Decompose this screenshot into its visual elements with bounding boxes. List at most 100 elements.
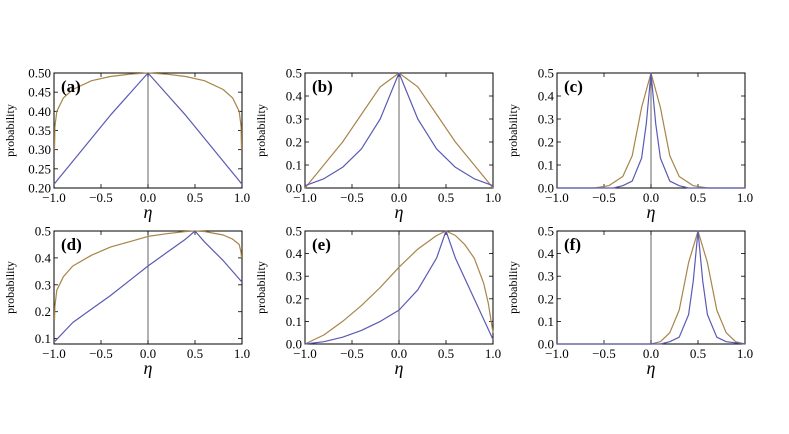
y-tick-label: 0.2 — [286, 135, 302, 150]
y-tick-label: 0.2 — [286, 291, 302, 306]
y-tick-label: 0.5 — [35, 224, 51, 239]
series-line — [304, 72, 494, 187]
y-tick-label: 0.40 — [28, 104, 51, 119]
y-tick-label: 0.35 — [28, 123, 51, 138]
y-axis-label: probability — [3, 261, 17, 314]
y-tick-label: 0.3 — [35, 277, 51, 292]
y-axis-label: probability — [254, 104, 268, 157]
x-tick-label: 1.0 — [485, 190, 501, 205]
x-axis-label: η — [647, 202, 656, 222]
x-tick-label: −0.5 — [340, 346, 364, 361]
y-axis-label: probability — [506, 261, 520, 314]
series-line — [53, 230, 243, 320]
x-tick-label: −0.5 — [340, 190, 364, 205]
x-tick-label: 0.0 — [643, 346, 659, 361]
series-line — [304, 230, 494, 345]
x-tick-label: −1.0 — [545, 346, 569, 361]
x-tick-label: 0.5 — [438, 346, 454, 361]
y-tick-label: 0.5 — [538, 66, 554, 81]
y-tick-label: 0.5 — [286, 224, 302, 239]
x-tick-label: −0.5 — [89, 346, 113, 361]
y-tick-label: 0.0 — [286, 181, 302, 196]
y-axis-label: probability — [254, 261, 268, 314]
x-tick-label: 0.0 — [140, 190, 156, 205]
panel-label: (a) — [61, 77, 81, 96]
y-tick-label: 0.4 — [538, 246, 555, 261]
x-tick-label: −0.5 — [592, 190, 616, 205]
y-tick-label: 0.2 — [538, 135, 554, 150]
chart-panel: −1.0 −0.5 0.0 0.5 1.0 0.0 0.1 0.2 0.3 0.4 0.5 (e) η p… — [254, 224, 501, 379]
y-tick-label: 0.1 — [286, 314, 302, 329]
y-tick-label: 0.5 — [538, 224, 554, 239]
y-tick-label: 0.2 — [538, 291, 554, 306]
y-tick-label: 0.4 — [286, 89, 303, 104]
y-tick-label: 0.4 — [35, 250, 52, 265]
x-tick-label: 0.0 — [391, 190, 407, 205]
y-tick-label: 0.3 — [538, 269, 554, 284]
x-tick-label: −1.0 — [293, 346, 317, 361]
y-tick-label: 0.4 — [538, 89, 555, 104]
series-line — [304, 230, 494, 345]
x-axis-label: η — [395, 358, 404, 378]
y-tick-label: 0.45 — [28, 85, 51, 100]
y-tick-label: 0.50 — [28, 66, 51, 81]
series-line — [557, 230, 746, 345]
y-tick-label: 0.0 — [538, 337, 554, 352]
y-tick-label: 0.3 — [286, 112, 302, 127]
series-line — [557, 72, 745, 189]
x-tick-label: 1.0 — [234, 190, 250, 205]
chart-panel: −1.0 −0.5 0.0 0.5 1.0 0.20 0.25 0.30 0.35 0.40 0.4… — [3, 66, 250, 223]
chart-panel: −1.0 −0.5 0.0 0.5 1.0 0.0 0.1 0.2 0.3 0.4 0.5 (f) η p… — [506, 224, 753, 379]
x-axis-label: η — [144, 358, 153, 378]
panel-label: (e) — [312, 235, 331, 254]
x-tick-label: 1.0 — [737, 190, 753, 205]
x-tick-label: −1.0 — [293, 190, 317, 205]
y-tick-label: 0.0 — [286, 337, 302, 352]
x-axis-label: η — [144, 202, 153, 222]
panel-label: (f) — [564, 235, 581, 254]
x-tick-label: 0.0 — [643, 190, 659, 205]
y-tick-label: 0.1 — [538, 158, 554, 173]
chart-panel: −1.0 −0.5 0.0 0.5 1.0 0.0 0.1 0.2 0.3 0.4 0.5 (b) η p… — [254, 66, 501, 223]
x-tick-label: −1.0 — [545, 190, 569, 205]
y-tick-label: 0.1 — [35, 331, 51, 346]
y-tick-label: 0.1 — [286, 158, 302, 173]
x-tick-label: 1.0 — [737, 346, 753, 361]
x-tick-label: −0.5 — [89, 190, 113, 205]
y-tick-label: 0.3 — [286, 269, 302, 284]
y-tick-label: 0.0 — [538, 181, 554, 196]
y-tick-label: 0.4 — [286, 246, 303, 261]
x-tick-label: 0.0 — [140, 346, 156, 361]
series-line — [54, 230, 243, 342]
x-axis-label: η — [395, 202, 404, 222]
panel-label: (b) — [312, 77, 333, 96]
y-tick-label: 0.3 — [538, 112, 554, 127]
series-line — [557, 230, 746, 345]
y-tick-label: 0.20 — [28, 181, 51, 196]
y-tick-label: 0.2 — [35, 304, 51, 319]
chart-panel: −1.0 −0.5 0.0 0.5 1.0 0.1 0.2 0.3 0.4 0.5 (d) η prob… — [3, 224, 250, 379]
series-line — [53, 72, 243, 185]
x-tick-label: 1.0 — [234, 346, 250, 361]
y-tick-label: 0.1 — [538, 314, 554, 329]
y-tick-label: 0.25 — [28, 161, 51, 176]
x-tick-label: 0.5 — [187, 346, 203, 361]
x-tick-label: −1.0 — [42, 190, 66, 205]
x-tick-label: 0.0 — [391, 346, 407, 361]
x-tick-label: 0.5 — [690, 190, 706, 205]
x-tick-label: −0.5 — [592, 346, 616, 361]
x-tick-label: −1.0 — [42, 346, 66, 361]
y-tick-label: 0.30 — [28, 142, 51, 157]
y-tick-label: 0.5 — [286, 66, 302, 81]
x-tick-label: 0.5 — [438, 190, 454, 205]
y-axis-label: probability — [3, 104, 17, 157]
panel-label: (c) — [564, 77, 583, 96]
chart-panel: −1.0 −0.5 0.0 0.5 1.0 0.0 0.1 0.2 0.3 0.4 0.5 (c) η p… — [506, 66, 753, 223]
x-axis-label: η — [647, 358, 656, 378]
x-tick-label: 0.5 — [187, 190, 203, 205]
panel-label: (d) — [61, 235, 82, 254]
x-tick-label: 0.5 — [690, 346, 706, 361]
y-axis-label: probability — [506, 104, 520, 157]
x-tick-label: 1.0 — [485, 346, 501, 361]
